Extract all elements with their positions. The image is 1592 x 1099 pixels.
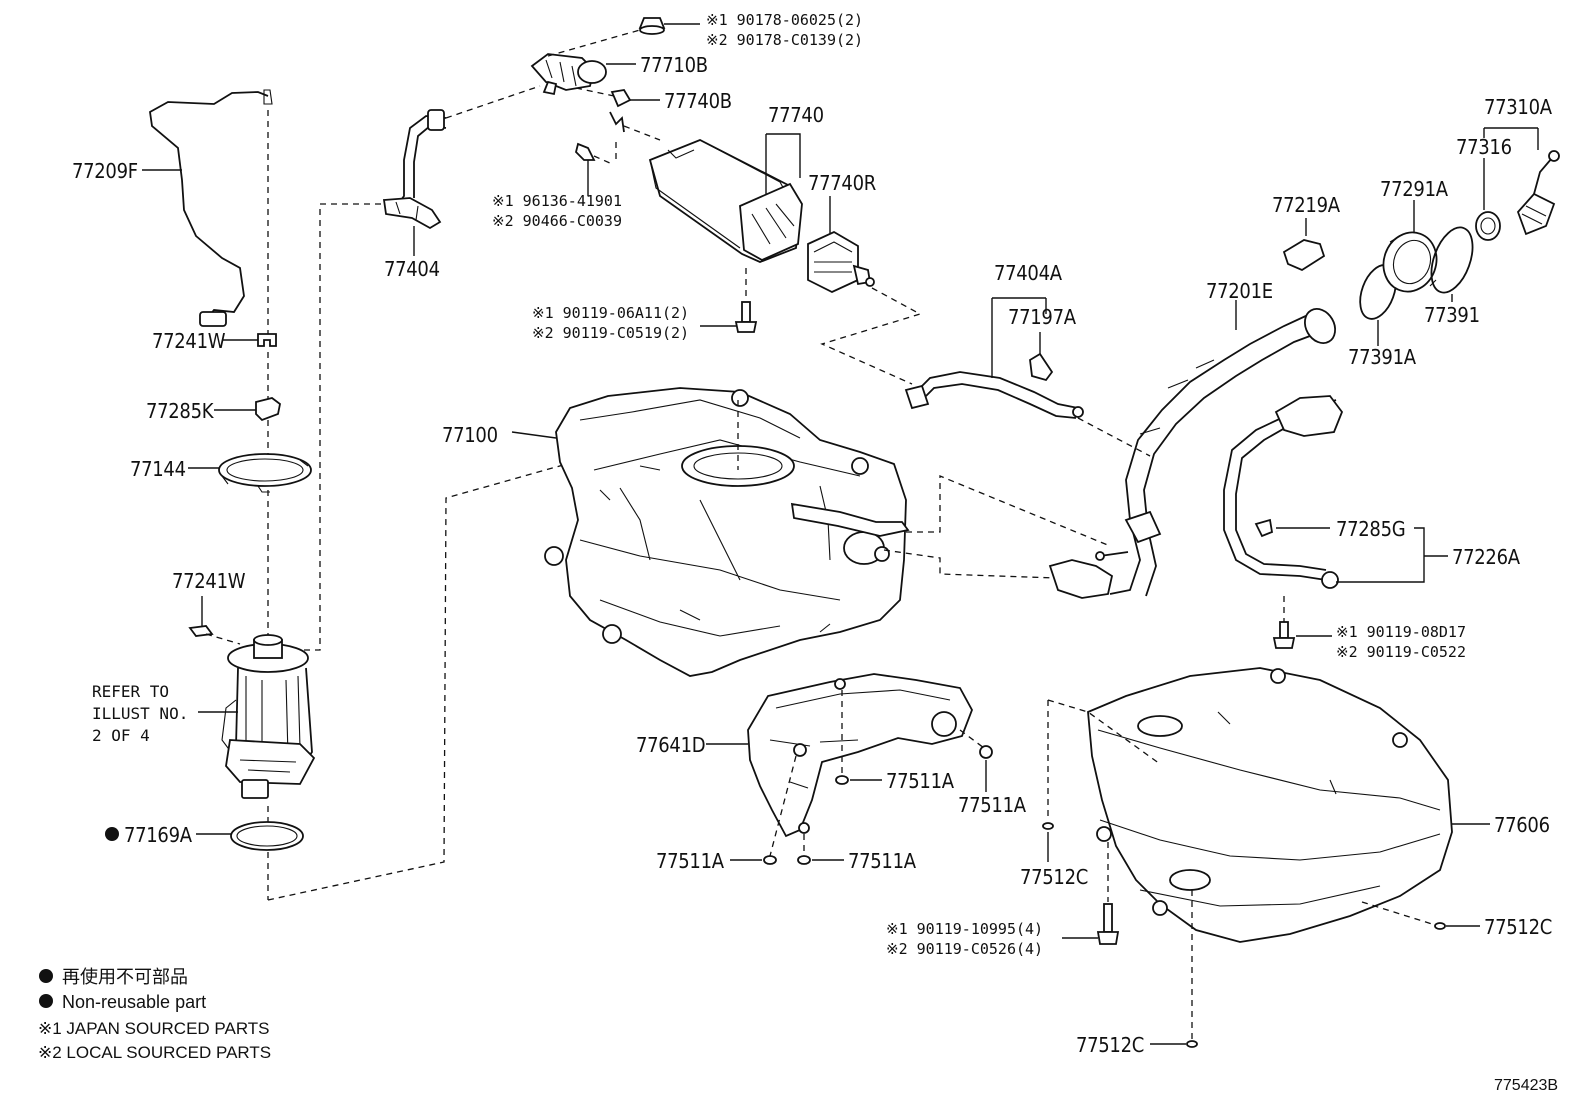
refer-note-line3: 2 OF 4 <box>92 726 150 745</box>
part-label-77226A: 77226A <box>1452 545 1521 569</box>
part-label-77219A: 77219A <box>1272 193 1341 217</box>
bolt-90119-06A11 <box>734 301 758 333</box>
part-label-77201E: 77201E <box>1206 279 1273 303</box>
clip-96136 <box>575 142 596 161</box>
legend-non-reusable-en: Non-reusable part <box>62 992 206 1012</box>
part-label-77391: 77391 <box>1424 303 1480 327</box>
fastener-5-local: ※2 90119-C0526(4) <box>886 940 1043 958</box>
part-label-77209F: 77209F <box>72 159 138 183</box>
legend-non-reusable-jp: 再使用不可部品 <box>62 967 188 987</box>
fuel-pump-assembly <box>149 89 316 900</box>
part-label-77404A: 77404A <box>994 261 1063 285</box>
part-label-77740R: 77740R <box>808 171 876 195</box>
fastener-1-local: ※2 90178-C0139(2) <box>706 31 863 49</box>
clip-77512C-2 <box>1434 922 1446 930</box>
clip-77511A-2 <box>979 745 993 759</box>
fastener-3-local: ※2 90119-C0519(2) <box>532 324 689 342</box>
charcoal-canister-77740 <box>648 139 803 263</box>
legend: 再使用不可部品 Non-reusable part ※1 JAPAN SOURC… <box>38 967 271 1062</box>
part-label-77404: 77404 <box>384 257 440 281</box>
non-reusable-dot-icon <box>105 827 119 841</box>
part-label-77512C-2: 77512C <box>1484 915 1552 939</box>
part-label-77310A: 77310A <box>1484 95 1553 119</box>
filter-77740R <box>807 230 875 293</box>
part-label-77511A-1: 77511A <box>886 769 955 793</box>
part-label-77144: 77144 <box>130 457 186 481</box>
fastener-2-local: ※2 90466-C0039 <box>492 212 622 230</box>
clip-77241W <box>257 333 277 347</box>
bolt-90119-10995 <box>1096 903 1120 945</box>
fastener-4-japan: ※1 90119-08D17 <box>1336 623 1466 641</box>
part-label-77512C-1: 77512C <box>1020 865 1088 889</box>
part-label-77241W-lower: 77241W <box>172 569 246 593</box>
fastener-2-japan: ※1 96136-41901 <box>492 192 622 210</box>
part-label-77511A-2: 77511A <box>958 793 1027 817</box>
part-label-77316: 77316 <box>1456 135 1512 159</box>
part-label-77511A-4: 77511A <box>848 849 917 873</box>
part-label-77169A: 77169A <box>124 823 193 847</box>
clip-77197A <box>1029 352 1054 382</box>
part-label-77511A-3: 77511A <box>656 849 725 873</box>
part-label-77391A: 77391A <box>1348 345 1417 369</box>
clip-77285K <box>255 397 281 422</box>
part-label-77241W: 77241W <box>152 329 226 353</box>
part-label-77641D: 77641D <box>636 733 705 757</box>
clip-77512C-1 <box>1042 822 1054 830</box>
non-reusable-dot-icon <box>39 969 53 983</box>
clip-77511A-1 <box>835 775 849 785</box>
fastener-5-japan: ※1 90119-10995(4) <box>886 920 1043 938</box>
retainer-ring-77144 <box>218 453 312 487</box>
retainer-77291A <box>1382 231 1438 293</box>
fuel-cap-77310A <box>1516 150 1560 236</box>
fastener-1-japan: ※1 90178-06025(2) <box>706 11 863 29</box>
part-label-77740: 77740 <box>768 103 824 127</box>
hose-77404A <box>904 371 1084 419</box>
breather-pipe-77226A <box>1223 395 1344 589</box>
seal-77391 <box>1430 226 1474 294</box>
part-label-77100: 77100 <box>442 423 498 447</box>
vent-hose-77404 <box>382 109 447 230</box>
clip-77511A-4 <box>797 855 811 865</box>
part-label-77285K: 77285K <box>146 399 215 423</box>
gasket-77169A <box>230 821 304 851</box>
heat-protector-77641D <box>747 673 973 838</box>
fastener-4-local: ※2 90119-C0522 <box>1336 643 1466 661</box>
legend-local-sourced: ※2 LOCAL SOURCED PARTS <box>38 1043 271 1062</box>
refer-note-line2: ILLUST NO. <box>92 704 188 723</box>
connector-77740B <box>610 89 632 108</box>
fuel-tube-77209F <box>149 91 269 321</box>
part-label-77197A: 77197A <box>1008 305 1077 329</box>
fuel-pump-module <box>221 634 316 799</box>
tank-protector-77606 <box>1087 667 1453 943</box>
part-label-77285G: 77285G <box>1336 517 1405 541</box>
refer-note-line1: REFER TO <box>92 682 169 701</box>
non-reusable-dot-icon <box>39 994 53 1008</box>
protector-77219A <box>1282 239 1326 272</box>
legend-japan-sourced: ※1 JAPAN SOURCED PARTS <box>38 1019 270 1038</box>
fastener-3-japan: ※1 90119-06A11(2) <box>532 304 689 322</box>
part-label-77710B: 77710B <box>640 53 708 77</box>
part-label-77291A: 77291A <box>1380 177 1449 201</box>
valve-77710B <box>530 17 666 96</box>
part-label-77512C-3: 77512C <box>1076 1033 1144 1057</box>
fuel-tank-77100 <box>544 387 910 677</box>
drawing-code: 775423B <box>1494 1077 1558 1094</box>
part-label-77606: 77606 <box>1494 813 1550 837</box>
tube-connector <box>199 311 227 327</box>
part-label-77740B: 77740B <box>664 89 732 113</box>
clip-77512C-3 <box>1186 1040 1198 1048</box>
filler-pipe-77201E <box>1048 308 1336 599</box>
bolt-90119-08D17 <box>1272 621 1296 649</box>
clip-77511A-3 <box>763 855 777 865</box>
gasket-77316 <box>1475 211 1501 241</box>
